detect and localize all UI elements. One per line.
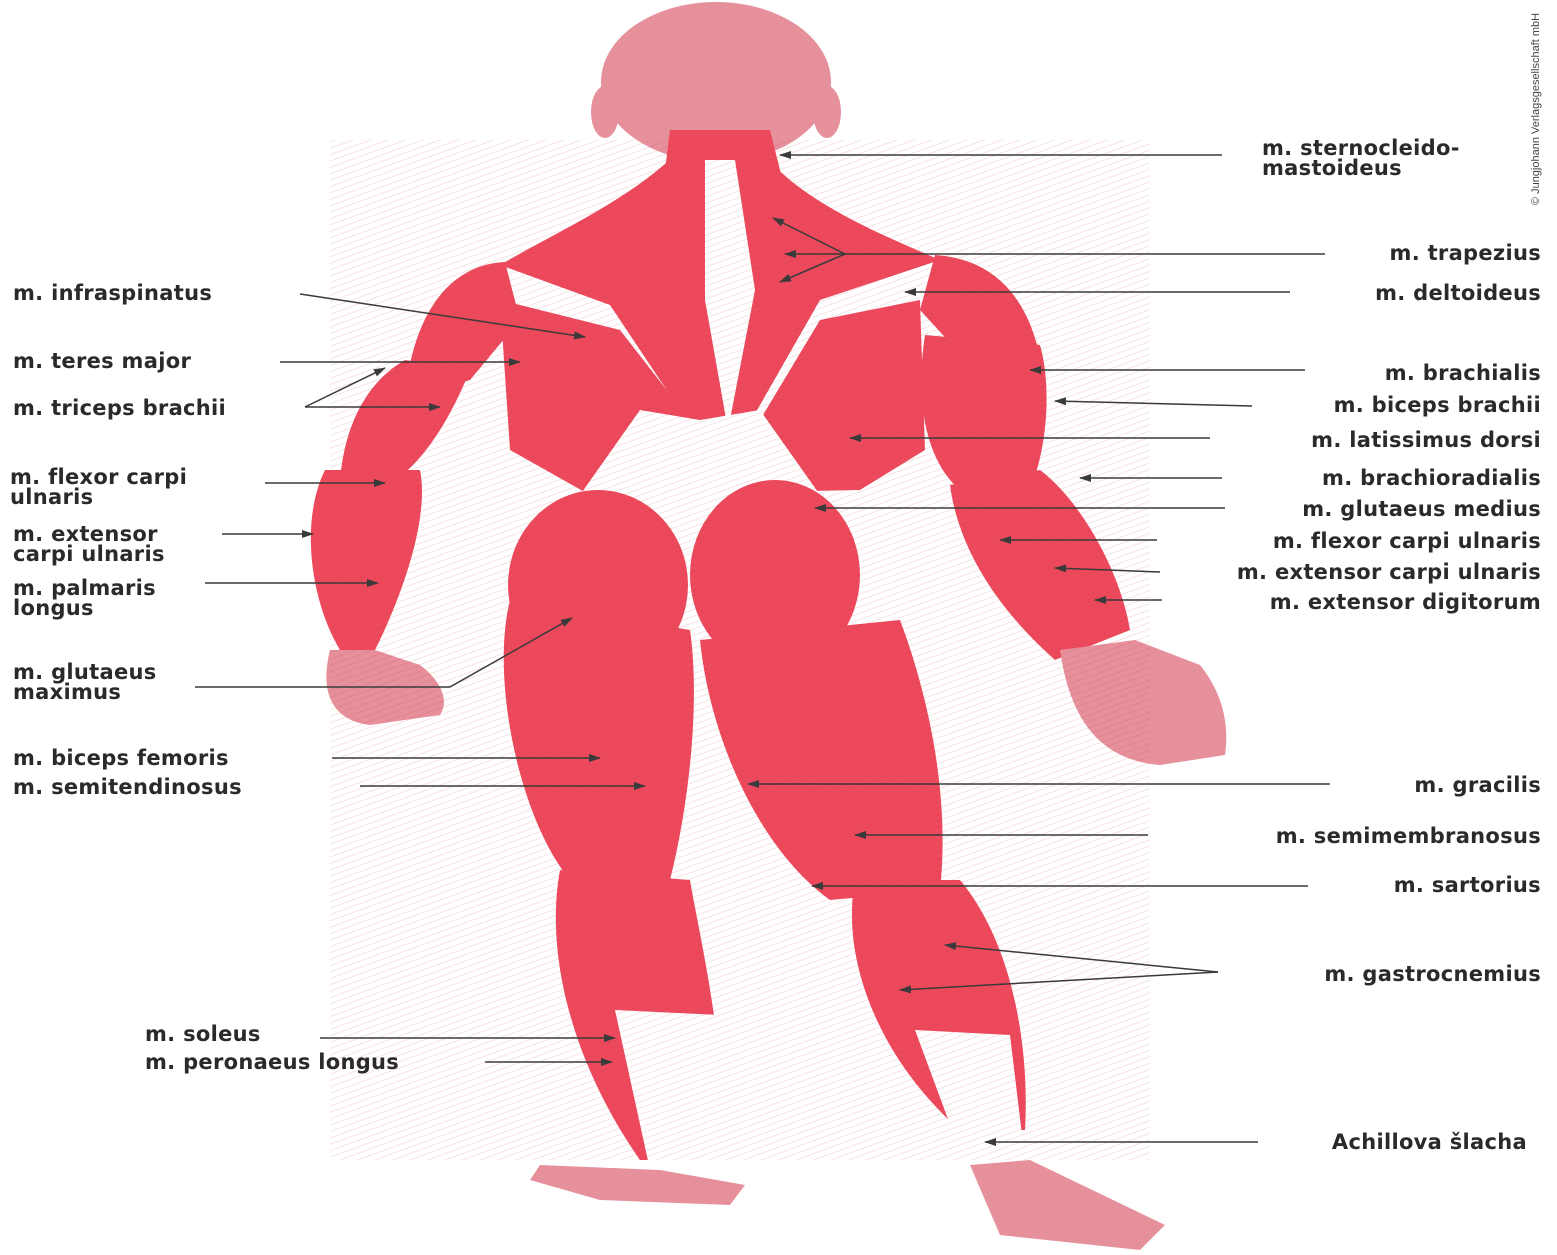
label-trapezius: m. trapezius [1390,243,1541,263]
label-extensor-carpi-ulnaris-right: m. extensor carpi ulnaris [1237,562,1541,582]
label-triceps-brachii: m. triceps brachii [13,398,226,418]
label-gracilis: m. gracilis [1414,775,1541,795]
label-line: longus [13,598,156,618]
label-glutaeus-maximus: m. glutaeus maximus [13,662,157,702]
label-sartorius: m. sartorius [1394,875,1541,895]
label-infraspinatus: m. infraspinatus [13,283,212,303]
label-gastrocnemius: m. gastrocnemius [1324,964,1541,984]
label-achillova-slacha: Achillova šlacha [1332,1132,1527,1152]
label-line: carpi ulnaris [13,544,165,564]
label-line: m. palmaris [13,578,156,598]
label-sternocleidomastoideus: m. sternocleido- mastoideus [1262,138,1460,178]
label-latissimus-dorsi: m. latissimus dorsi [1311,430,1541,450]
label-line: m. sternocleido- [1262,138,1460,158]
label-biceps-femoris: m. biceps femoris [13,748,229,768]
label-soleus: m. soleus [145,1024,261,1044]
label-brachioradialis: m. brachioradialis [1322,468,1541,488]
label-semitendinosus: m. semitendinosus [13,777,242,797]
label-flexor-carpi-ulnaris-left: m. flexor carpi ulnaris [10,467,187,507]
right-foot [970,1160,1165,1250]
label-semimembranosus: m. semimembranosus [1276,826,1541,846]
label-flexor-carpi-ulnaris-right: m. flexor carpi ulnaris [1273,531,1541,551]
label-extensor-carpi-ulnaris-left: m. extensor carpi ulnaris [13,524,165,564]
left-foot [530,1165,745,1205]
copyright-notice: © Jungjohann Verlagsgesellschaft mbH [1521,4,1551,214]
label-teres-major: m. teres major [13,351,191,371]
label-line: ulnaris [10,487,187,507]
label-palmaris-longus: m. palmaris longus [13,578,156,618]
label-biceps-brachii: m. biceps brachii [1334,395,1541,415]
label-brachialis: m. brachialis [1385,363,1541,383]
label-line: mastoideus [1262,158,1460,178]
body-silhouette [311,2,1226,1250]
label-line: m. glutaeus [13,662,157,682]
label-glutaeus-medius: m. glutaeus medius [1302,499,1541,519]
label-line: m. extensor [13,524,165,544]
label-peronaeus-longus: m. peronaeus longus [145,1052,399,1072]
label-line: maximus [13,682,157,702]
label-deltoideus: m. deltoideus [1375,283,1541,303]
left-ear [591,86,619,138]
label-line: m. flexor carpi [10,467,187,487]
label-extensor-digitorum: m. extensor digitorum [1270,592,1541,612]
right-ear [813,86,841,138]
